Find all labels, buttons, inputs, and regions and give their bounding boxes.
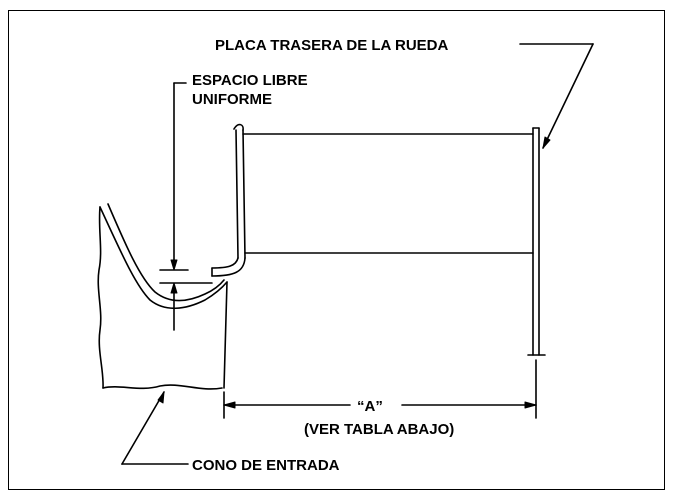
dimension-a (223, 359, 537, 419)
wheel-shroud (211, 123, 246, 277)
uniform-clearance-label-line1: ESPACIO LIBRE (192, 72, 308, 89)
dimension-a-label: “A” (357, 398, 383, 415)
clearance-arrow-top (170, 259, 178, 271)
backplate-leader (519, 43, 594, 149)
dimension-a-arrow-right (524, 401, 537, 409)
dimension-reference-label: (VER TABLA ABAJO) (304, 421, 455, 438)
wheel-backplate (527, 127, 546, 356)
wheel-body (242, 133, 534, 254)
uniform-clearance-label-line2: UNIFORME (192, 91, 272, 108)
inlet-cone-leader (121, 391, 189, 465)
dimension-a-arrow-left (223, 401, 236, 409)
inlet-cone-arrowhead (157, 391, 165, 404)
wheel-backplate-label: PLACA TRASERA DE LA RUEDA (215, 37, 449, 54)
inlet-cone-label: CONO DE ENTRADA (192, 457, 340, 474)
diagram-frame (8, 10, 665, 490)
clearance-dimension (159, 82, 213, 331)
backplate-arrowhead (542, 136, 551, 149)
inlet-cone (97, 203, 228, 390)
clearance-arrow-bottom (170, 282, 178, 294)
